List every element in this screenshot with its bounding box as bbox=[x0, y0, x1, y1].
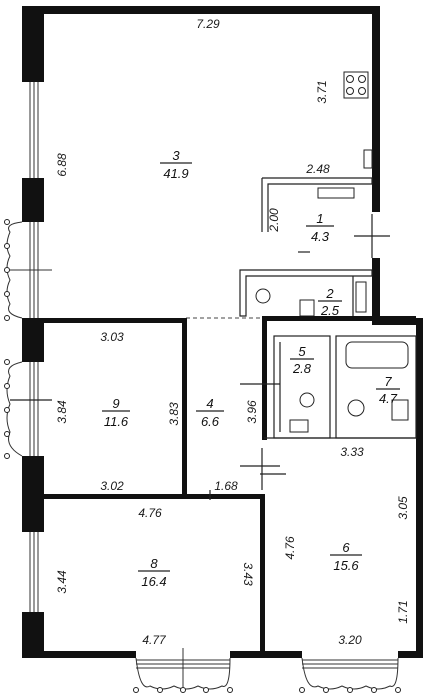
dim-3-02: 3.02 bbox=[100, 479, 124, 493]
dim-4-76-h: 4.76 bbox=[138, 506, 162, 520]
window-bottom-1 bbox=[133, 648, 233, 693]
dim-3-71: 3.71 bbox=[315, 80, 329, 103]
window-bottom-2 bbox=[299, 657, 401, 693]
room-3-number: 3 bbox=[172, 148, 180, 163]
room-1-number: 1 bbox=[316, 211, 323, 226]
wall-left-bottom bbox=[22, 612, 44, 658]
dim-3-05: 3.05 bbox=[396, 496, 410, 520]
room-8-number: 8 bbox=[150, 556, 158, 571]
room-7-area: 4.7 bbox=[379, 391, 398, 406]
room-4-number: 4 bbox=[206, 396, 213, 411]
room-5-area: 2.8 bbox=[292, 361, 312, 376]
dim-4-77: 4.77 bbox=[142, 633, 167, 647]
partition-room-2 bbox=[239, 269, 373, 317]
dim-4-76-v: 4.76 bbox=[283, 536, 297, 560]
wall-right-step bbox=[372, 258, 380, 324]
partition-room-1-top bbox=[262, 177, 373, 232]
dim-3-96: 3.96 bbox=[245, 400, 259, 424]
room-5-number: 5 bbox=[298, 344, 306, 359]
window-left-3 bbox=[4, 359, 39, 459]
dim-3-84: 3.84 bbox=[55, 400, 69, 424]
wall-bottom-left bbox=[22, 651, 136, 658]
sink bbox=[363, 149, 373, 169]
room-8-area: 16.4 bbox=[141, 574, 166, 589]
dim-2-00: 2.00 bbox=[267, 208, 281, 233]
closet-fixture bbox=[317, 187, 355, 199]
wall-right-step-h bbox=[372, 318, 422, 325]
dim-3-43: 3.43 bbox=[241, 562, 255, 586]
partition-y318-left bbox=[44, 318, 186, 323]
partition-4-5 bbox=[262, 320, 267, 440]
room-9-area: 11.6 bbox=[104, 414, 129, 429]
partition-y318-right bbox=[262, 316, 416, 321]
partition-9-8 bbox=[44, 494, 262, 499]
dim-1-71: 1.71 bbox=[396, 600, 410, 623]
room-3-area: 41.9 bbox=[163, 166, 188, 181]
bathtub bbox=[345, 341, 409, 369]
wall-right-upper bbox=[372, 6, 380, 212]
dim-6-88: 6.88 bbox=[55, 153, 69, 177]
wall-right-lower bbox=[416, 318, 423, 658]
room-1-area: 4.3 bbox=[311, 229, 330, 244]
room-2-area: 2.5 bbox=[320, 303, 340, 318]
window-left-2 bbox=[4, 219, 52, 321]
dim-1-68: 1.68 bbox=[214, 479, 238, 493]
wall-bottom-mid bbox=[230, 651, 302, 658]
partition-8-6 bbox=[260, 494, 265, 651]
wall-right-bottom-return bbox=[398, 651, 423, 658]
wall-top bbox=[22, 6, 380, 14]
room-9-number: 9 bbox=[112, 396, 119, 411]
dim-3-33: 3.33 bbox=[340, 445, 364, 459]
dim-3-83: 3.83 bbox=[167, 402, 181, 426]
room-6-number: 6 bbox=[342, 540, 350, 555]
window-left-1 bbox=[29, 82, 39, 178]
window-left-4 bbox=[29, 532, 39, 612]
dim-3-03: 3.03 bbox=[100, 330, 124, 344]
room-4-area: 6.6 bbox=[201, 414, 220, 429]
wall-left-pier-1 bbox=[22, 178, 44, 222]
wall-left-pier-3 bbox=[22, 456, 44, 532]
room-7-number: 7 bbox=[384, 374, 392, 389]
room-2-number: 2 bbox=[325, 286, 334, 301]
dim-7-29: 7.29 bbox=[196, 17, 220, 31]
dim-3-20: 3.20 bbox=[338, 633, 362, 647]
partition-9-4 bbox=[182, 318, 187, 494]
wall-left-pier-2 bbox=[22, 318, 44, 362]
dim-2-48: 2.48 bbox=[305, 162, 330, 176]
room-6-area: 15.6 bbox=[333, 558, 359, 573]
wall-left-top bbox=[22, 6, 44, 82]
dim-3-44: 3.44 bbox=[55, 570, 69, 594]
